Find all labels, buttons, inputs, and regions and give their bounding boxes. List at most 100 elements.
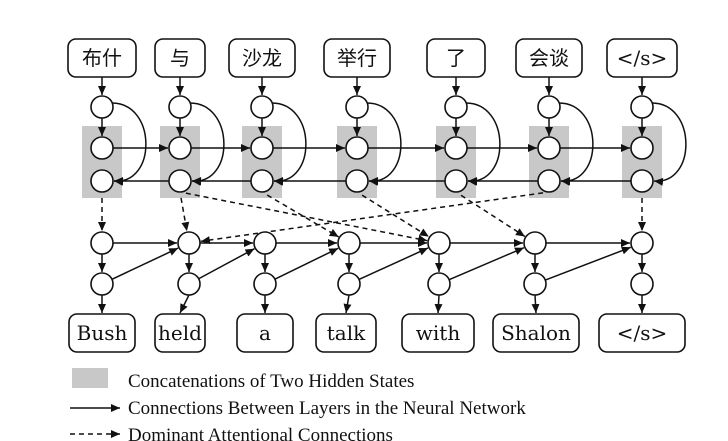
backward-node-6: [630, 169, 654, 193]
source-token-0: 布什: [67, 38, 137, 78]
edge-embed-to-backward: [464, 102, 501, 186]
source-token-box: [426, 38, 486, 78]
decoder-state-node-1: [177, 231, 201, 255]
forward-node-0: [90, 136, 114, 160]
decoder-state-node-5: [523, 231, 547, 255]
decoder-state-node-6: [630, 231, 654, 255]
backward-node-1: [168, 169, 192, 193]
source-token-label: 布什: [82, 46, 122, 70]
target-token-box: [315, 313, 377, 353]
target-token-box: [492, 313, 580, 353]
decoder-state-node-3: [337, 231, 361, 255]
target-token-label: with: [416, 321, 461, 345]
network-nodes: [90, 95, 654, 296]
target-token-label: talk: [327, 321, 366, 345]
source-token-5: 会谈: [515, 38, 583, 78]
embed-node-5: [537, 95, 561, 119]
embed-node-0: [90, 95, 114, 119]
source-token-4: 了: [426, 38, 486, 78]
forward-node-3: [345, 136, 369, 160]
decoder-state-node-4: [427, 231, 451, 255]
edge-decoder-to-token: [179, 294, 190, 314]
decoder-state-node-2: [253, 231, 277, 255]
edge-decoder-feedback: [545, 246, 632, 281]
source-token-label: 与: [170, 46, 190, 70]
edge-embed-to-backward: [557, 102, 594, 186]
target-token-label: a: [259, 321, 271, 345]
edge-decoder-to-token: [343, 294, 352, 314]
attention-link-5: [185, 192, 428, 243]
source-token-box: [515, 38, 583, 78]
source-token-label: </s>: [617, 46, 668, 70]
source-token-box: [228, 38, 296, 78]
target-token-label: held: [158, 321, 202, 345]
target-token-1: held: [154, 313, 206, 353]
source-token-6: </s>: [606, 38, 678, 78]
target-token-4: with: [401, 313, 475, 353]
forward-node-1: [168, 136, 192, 160]
source-token-box: [606, 38, 678, 78]
target-token-5: Shalon: [492, 313, 580, 353]
forward-node-5: [537, 136, 561, 160]
legend: Concatenations of Two Hidden States Conn…: [70, 368, 526, 441]
decoder-output-node-3: [337, 272, 361, 296]
attention-connections: [98, 192, 646, 245]
source-token-3: 举行: [323, 38, 391, 78]
edge-embed-to-backward: [650, 102, 687, 186]
target-token-2: a: [236, 313, 294, 353]
attention-link-4: [361, 194, 430, 238]
forward-node-4: [444, 136, 468, 160]
decoder-state-node-0: [90, 231, 114, 255]
target-token-label: Shalon: [501, 321, 571, 345]
decoder-output-node-5: [523, 272, 547, 296]
target-token-6: </s>: [598, 313, 686, 353]
embed-node-3: [345, 95, 369, 119]
edge-decoder-feedback: [448, 247, 525, 281]
edge-decoder-feedback: [198, 248, 255, 280]
concat-hidden-boxes: [82, 126, 662, 198]
target-token-box: [68, 313, 136, 353]
embed-node-2: [250, 95, 274, 119]
edge-embed-to-backward: [110, 102, 147, 186]
edge-decoder-feedback: [358, 247, 429, 281]
edge-decoder-feedback: [111, 247, 179, 280]
decoder-output-node-1: [177, 272, 201, 296]
legend-layers-label: Connections Between Layers in the Neural…: [128, 398, 526, 419]
decoder-output-node-6: [630, 272, 654, 296]
edge-decoder-feedback: [274, 247, 339, 280]
embed-node-6: [630, 95, 654, 119]
source-token-label: 沙龙: [242, 46, 282, 70]
decoder-output-node-2: [253, 272, 277, 296]
target-token-box: [401, 313, 475, 353]
target-token-label: Bush: [77, 321, 128, 345]
forward-node-2: [250, 136, 274, 160]
decoder-output-node-0: [90, 272, 114, 296]
backward-node-0: [90, 169, 114, 193]
edge-embed-to-backward: [188, 102, 225, 186]
backward-node-4: [444, 169, 468, 193]
legend-concat-label: Concatenations of Two Hidden States: [128, 371, 414, 392]
edge-decoder-to-token: [531, 294, 540, 314]
target-token-label: </s>: [617, 321, 668, 345]
source-token-box: [154, 38, 206, 78]
source-token-1: 与: [154, 38, 206, 78]
source-token-box: [67, 38, 137, 78]
embed-node-4: [444, 95, 468, 119]
target-token-0: Bush: [68, 313, 136, 353]
decoder-output-node-4: [427, 272, 451, 296]
legend-concat-swatch: [72, 368, 108, 388]
forward-node-6: [630, 136, 654, 160]
attention-link-3: [266, 194, 340, 238]
edge-embed-to-backward: [270, 102, 307, 186]
backward-node-5: [537, 169, 561, 193]
source-token-box: [323, 38, 391, 78]
legend-attention-label: Dominant Attentional Connections: [128, 425, 393, 441]
attention-link-6: [460, 194, 526, 238]
embed-node-1: [168, 95, 192, 119]
attention-link-2: [200, 192, 544, 245]
source-token-label: 举行: [337, 46, 377, 70]
source-token-label: 了: [446, 46, 466, 70]
backward-node-3: [345, 169, 369, 193]
target-token-box: [154, 313, 206, 353]
